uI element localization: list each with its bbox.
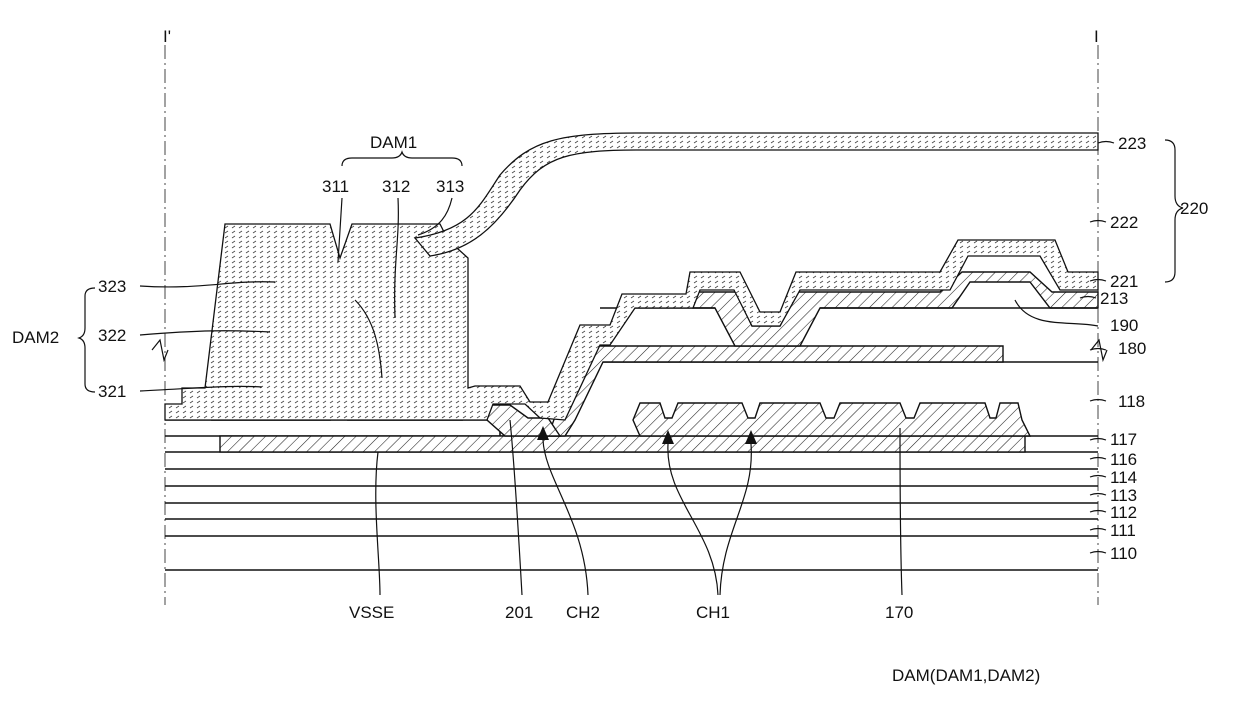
section-marker-right: I (1094, 27, 1099, 46)
encapsulation-223 (415, 133, 1098, 256)
label-313: 313 (436, 177, 464, 196)
label-118: 118 (1118, 392, 1145, 411)
label-ch1: CH1 (696, 603, 730, 622)
label-223: 223 (1118, 134, 1146, 153)
label-322: 322 (98, 326, 126, 345)
encapsulation-221 (165, 224, 1098, 420)
label-110: 110 (1110, 544, 1137, 563)
label-201: 201 (505, 603, 533, 622)
label-222: 222 (1110, 213, 1138, 232)
vsse-electrode (220, 436, 1025, 452)
label-311: 311 (322, 177, 349, 196)
brace-dam2 (79, 288, 95, 392)
figure-caption: DAM(DAM1,DAM2) (892, 666, 1040, 685)
label-112: 112 (1110, 503, 1137, 522)
label-312: 312 (382, 177, 410, 196)
label-111: 111 (1110, 521, 1136, 540)
brace-dam1 (342, 152, 462, 166)
label-vsse: VSSE (349, 603, 394, 622)
label-220: 220 (1180, 199, 1208, 218)
electrode-170 (633, 403, 1030, 436)
label-190: 190 (1110, 316, 1138, 335)
substrate-stack (165, 452, 1098, 570)
label-114: 114 (1110, 468, 1137, 487)
label-ch2: CH2 (566, 603, 600, 622)
section-marker-left: I' (163, 27, 171, 46)
label-321: 321 (98, 382, 126, 401)
label-dam1: DAM1 (370, 133, 417, 152)
label-170: 170 (885, 603, 913, 622)
label-dam2: DAM2 (12, 328, 59, 347)
label-116: 116 (1110, 450, 1137, 469)
label-180: 180 (1118, 339, 1146, 358)
label-117: 117 (1110, 430, 1137, 449)
label-213: 213 (1100, 289, 1128, 308)
label-323: 323 (98, 277, 126, 296)
